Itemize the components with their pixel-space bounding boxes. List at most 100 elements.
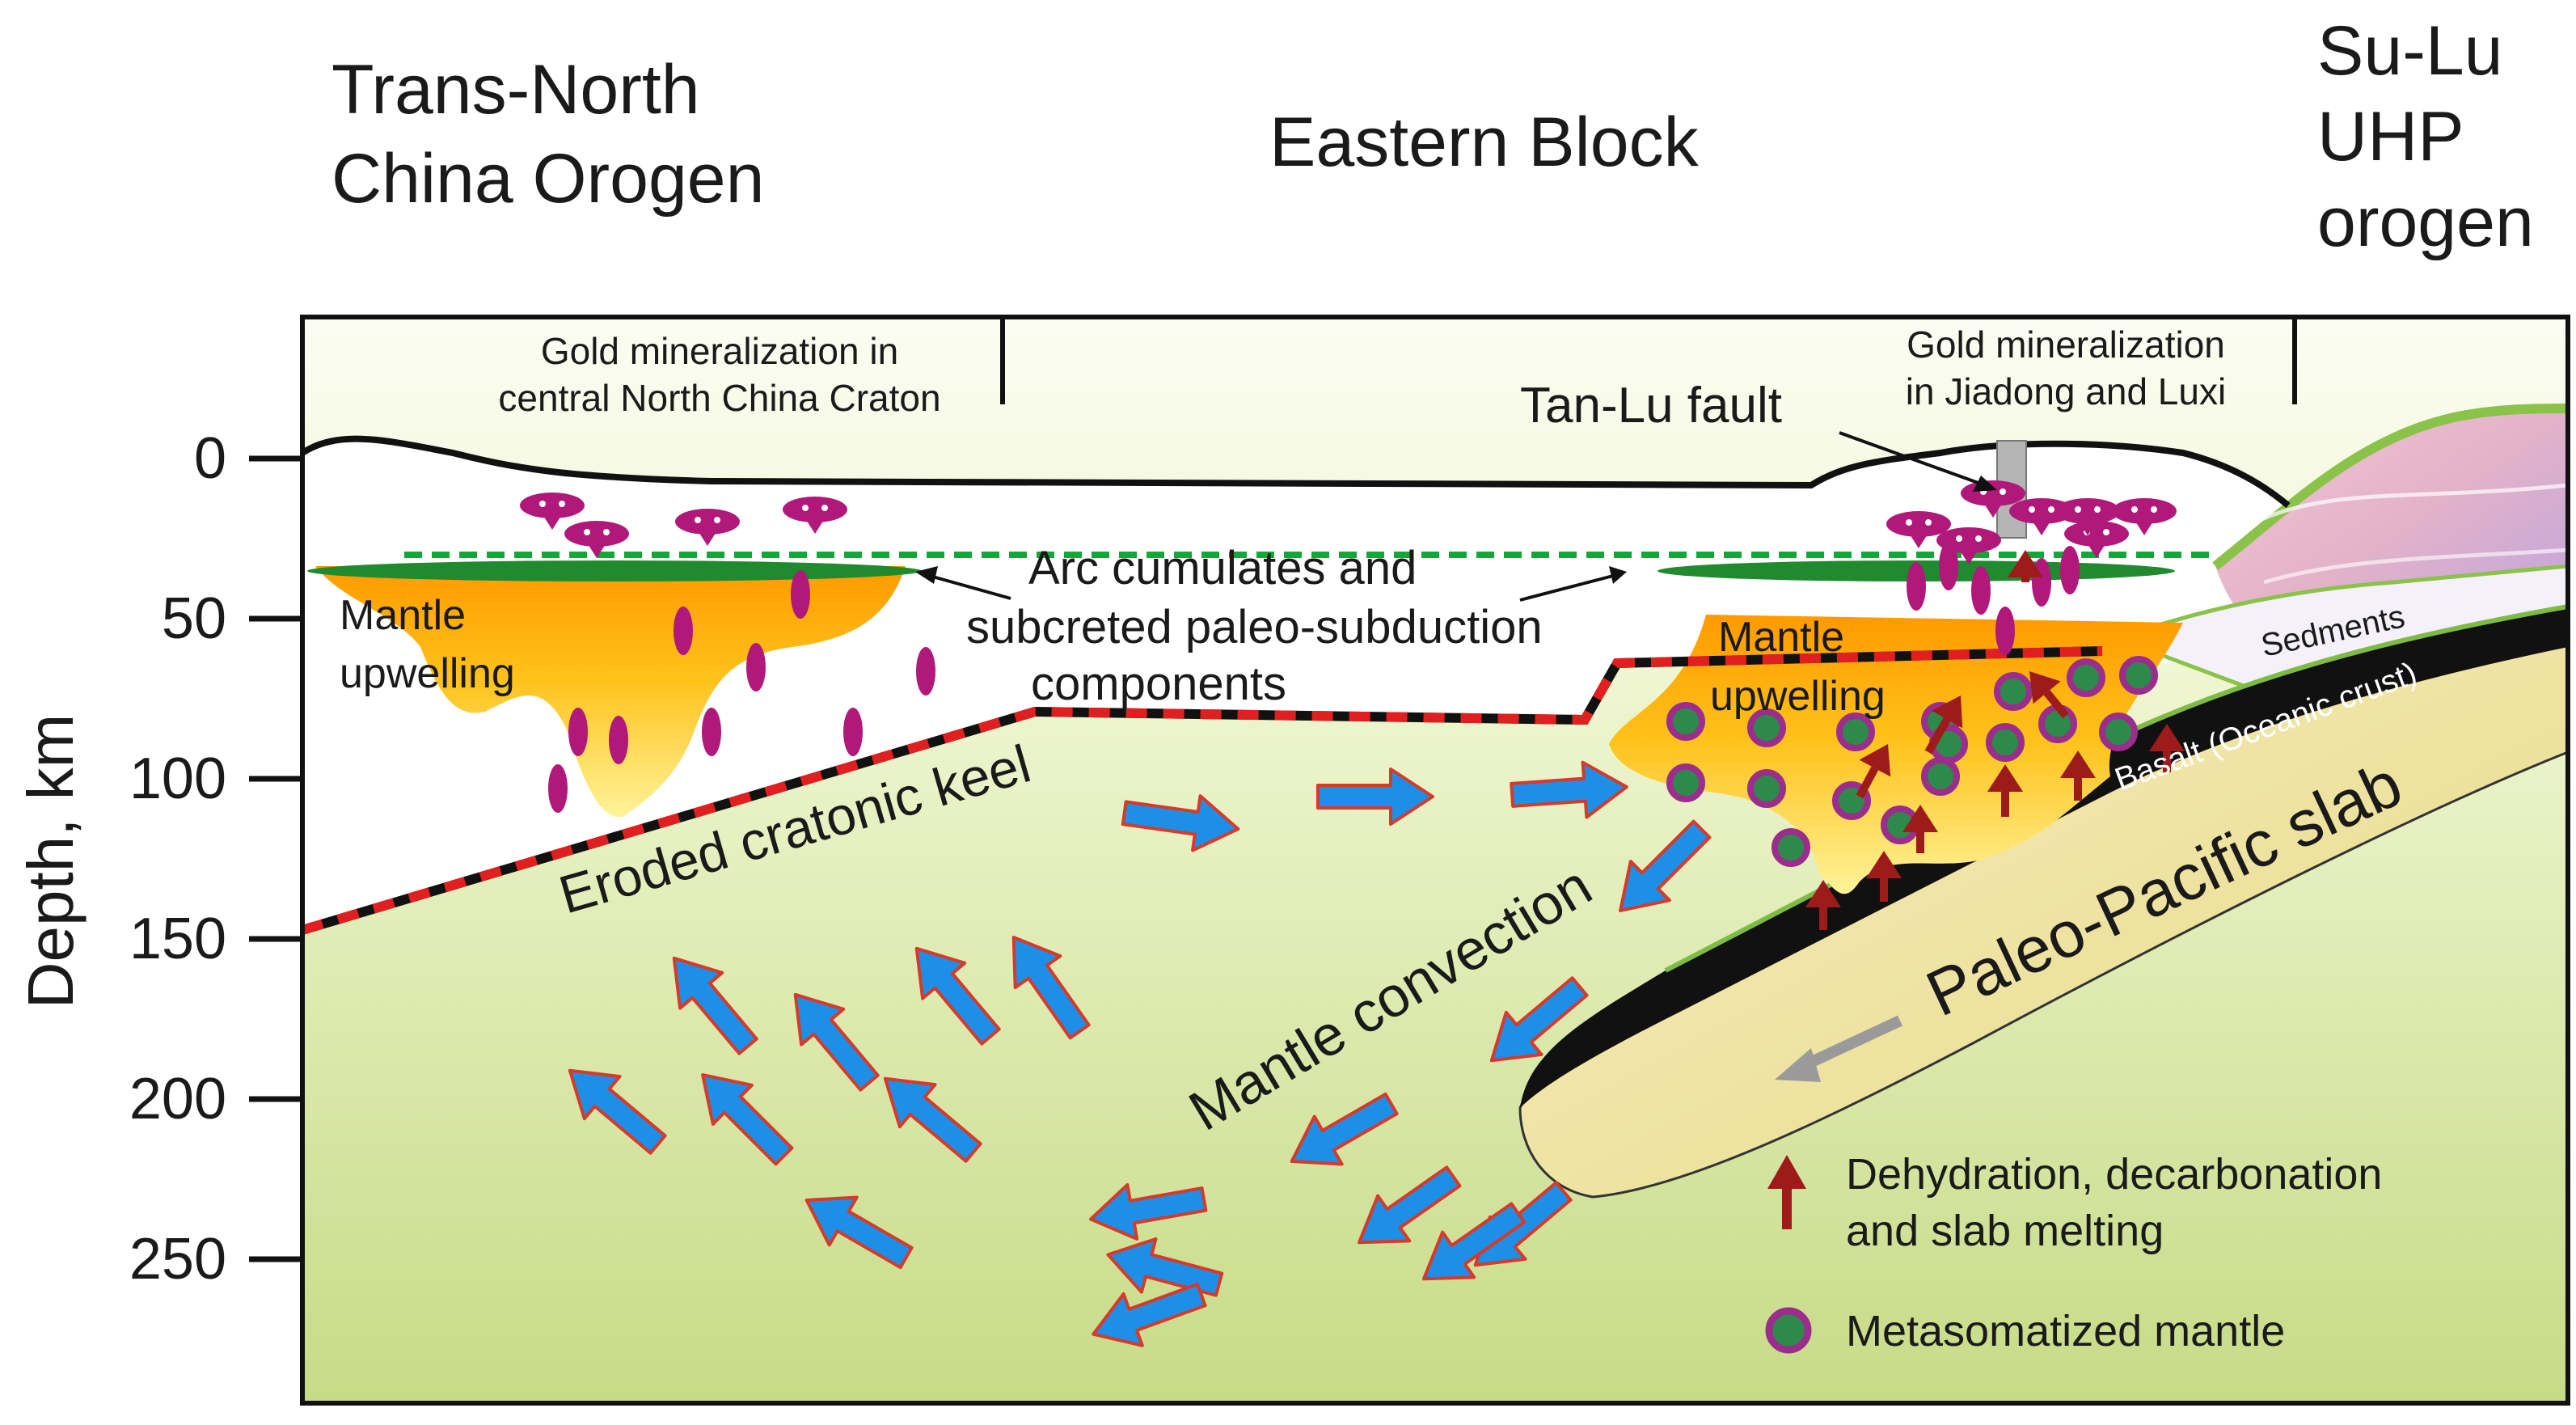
depth-tick-label: 50	[162, 586, 226, 651]
red-arrow-icon	[1987, 764, 2023, 817]
red-arrow-icon	[1924, 696, 1963, 755]
metasomatized-dot	[1836, 712, 1875, 751]
metasomatized-dot	[1994, 672, 2033, 711]
svg-text:Mantle: Mantle	[1718, 614, 1844, 661]
blue-flow-arrow	[1011, 936, 1091, 1040]
region-label-trans-north-china-orogen: Trans-North China Orogen	[332, 51, 764, 218]
blue-flow-arrow	[1121, 794, 1240, 852]
pluton-icon	[1936, 527, 2001, 565]
blue-flow-arrow	[1358, 1165, 1462, 1245]
metasomatized-dot	[2119, 656, 2158, 695]
legend-dehydration: Dehydration, decarbonation and slab melt…	[1767, 1150, 2382, 1255]
red-arrow-icon	[1856, 744, 1891, 799]
cratonic-keel-line	[302, 646, 2103, 935]
metasomatized-dot	[1666, 702, 1705, 741]
gold-jiadong-label: Gold mineralization in Jiadong and Luxi	[1906, 323, 2226, 412]
blue-flow-arrow	[1619, 819, 1712, 912]
tan-lu-fault-label: Tan-Lu fault	[1520, 378, 1782, 433]
magma-blobs-right	[1907, 542, 2080, 655]
mantle-convection-arrows	[568, 760, 1712, 1347]
svg-text:upwelling: upwelling	[340, 650, 515, 697]
metasomatized-dot-icon	[1765, 1307, 1812, 1354]
pluton-icon	[675, 509, 740, 546]
depth-axis-label: Depth, km	[15, 714, 87, 1009]
svg-text:in Jiadong and Luxi: in Jiadong and Luxi	[1906, 370, 2226, 412]
red-arrow-icon	[2060, 751, 2096, 801]
depth-tick-label: 150	[129, 907, 226, 971]
tan-lu-leader	[1839, 431, 1997, 492]
pluton-icon	[2112, 498, 2177, 535]
blue-flow-arrow	[1422, 1202, 1527, 1281]
svg-text:Metasomatized mantle: Metasomatized mantle	[1846, 1307, 2285, 1355]
red-arrow-icon	[1805, 880, 1841, 930]
metasomatized-dot	[1772, 828, 1810, 867]
region-left-line2: China Orogen	[332, 140, 764, 218]
oceanic-crust-basalt	[1520, 607, 2568, 1108]
blue-flow-arrow	[1489, 976, 1589, 1063]
metasomatized-mantle-dots	[1666, 656, 2158, 867]
blue-flow-arrow	[1510, 760, 1628, 819]
arc-cumulates-label: Arc cumulates and subcreted paleo-subduc…	[966, 542, 1543, 710]
region-label-su-lu-uhp-orogen: Su-Lu UHP orogen	[2317, 12, 2534, 261]
svg-text:Arc cumulates and: Arc cumulates and	[1028, 542, 1417, 594]
blue-flow-arrow	[672, 956, 758, 1055]
svg-text:components: components	[1031, 658, 1286, 710]
svg-text:upwelling: upwelling	[1710, 673, 1886, 720]
depth-axis: Depth, km 0 50 100 150 200 250	[15, 426, 302, 1292]
depth-tick-label: 100	[129, 746, 226, 811]
region-right-line3: orogen	[2317, 184, 2534, 261]
diagram-frame	[300, 315, 2570, 1406]
blue-flow-arrow	[914, 946, 1001, 1046]
region-left-line1: Trans-North	[332, 51, 700, 129]
mantle-upwelling-right-label: Mantle upwelling	[1710, 614, 1886, 720]
gold-central-label: Gold mineralization in central North Chi…	[498, 330, 940, 419]
blue-flow-arrow	[701, 1073, 794, 1166]
legend: Dehydration, decarbonation and slab melt…	[1765, 1150, 2382, 1355]
blue-flow-arrow	[1089, 1182, 1208, 1241]
blue-flow-arrow	[1316, 767, 1434, 826]
metasomatized-dot	[1747, 708, 1786, 747]
svg-text:and slab melting: and slab melting	[1846, 1207, 2164, 1255]
red-arrow-icon	[2029, 671, 2069, 719]
svg-text:Gold mineralization in: Gold mineralization in	[541, 330, 898, 372]
depth-tick-label: 0	[194, 426, 226, 491]
blue-flow-arrow	[1106, 1237, 1224, 1297]
red-arrow-icon	[1866, 851, 1902, 902]
pluton-icon	[2009, 498, 2074, 535]
slab-motion-arrow	[1775, 1015, 1902, 1082]
metasomatized-dot	[1986, 723, 2025, 762]
pluton-icon	[564, 521, 629, 558]
metasomatized-dot	[1666, 763, 1705, 802]
svg-text:central North China Craton: central North China Craton	[498, 377, 940, 419]
cross-section	[302, 317, 2568, 1403]
crust-region	[302, 438, 2288, 930]
blue-flow-arrow	[793, 992, 880, 1092]
magma-blobs-left	[548, 570, 935, 813]
metasomatized-dot	[1921, 757, 1960, 796]
blue-flow-arrow	[1092, 1282, 1207, 1347]
mantle-upwelling-left	[315, 566, 906, 818]
dehydration-arrows	[1805, 550, 2185, 930]
region-right-line2: UHP	[2317, 98, 2464, 175]
depth-tick-label: 250	[129, 1227, 226, 1292]
arc-cumulate-left	[307, 560, 922, 581]
svg-text:Dehydration, decarbonation: Dehydration, decarbonation	[1846, 1150, 2382, 1199]
svg-text:subcreted paleo-subduction: subcreted paleo-subduction	[966, 601, 1543, 653]
metasomatized-dot	[2099, 712, 2138, 751]
metasomatized-dot	[2038, 704, 2077, 743]
region-right-line1: Su-Lu	[2317, 12, 2503, 90]
pluton-icon	[2055, 498, 2120, 535]
pluton-icon	[783, 497, 847, 534]
surface-topography	[302, 435, 2291, 509]
blue-flow-arrow	[883, 1076, 982, 1163]
red-arrow-icon	[2008, 550, 2043, 582]
blue-flow-arrow	[804, 1195, 914, 1270]
red-arrow-icon	[1767, 1155, 1806, 1189]
sulu-orogen-edge	[2212, 404, 2568, 570]
red-arrow-icon	[2149, 724, 2185, 772]
red-arrow-icon	[1902, 805, 1938, 853]
metasomatized-dot	[2067, 658, 2105, 697]
depth-tick-label: 200	[129, 1067, 226, 1131]
legend-metasomatized: Metasomatized mantle	[1765, 1307, 2285, 1355]
